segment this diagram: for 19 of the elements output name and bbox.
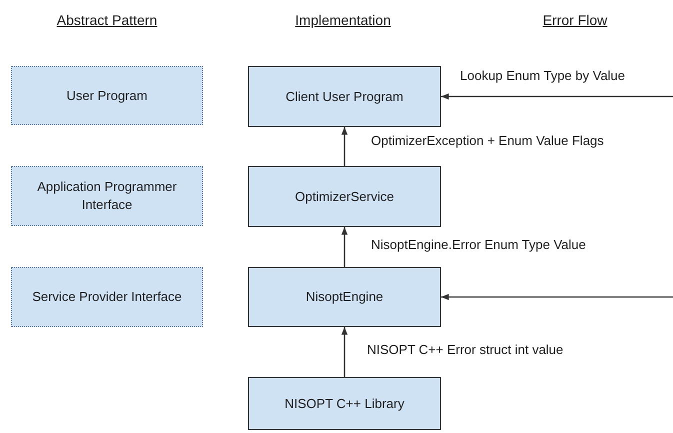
component-box: NISOPT C++ Library: [248, 377, 441, 430]
edge-label: NisoptEngine.Error Enum Type Value: [371, 237, 586, 252]
arrow: [341, 127, 348, 166]
component-box: OptimizerService: [248, 166, 441, 227]
edge-label: NISOPT C++ Error struct int value: [367, 342, 564, 357]
column-heading: Abstract Pattern: [56, 12, 158, 28]
arrow: [341, 327, 348, 377]
column-heading: Implementation: [295, 12, 391, 28]
layer-box: Application Programmer Interface: [11, 166, 203, 226]
layer-box: User Program: [11, 66, 203, 125]
edge-label: OptimizerException + Enum Value Flags: [371, 133, 604, 148]
edge-label: Lookup Enum Type by Value: [460, 68, 626, 83]
component-box: NisoptEngine: [248, 267, 441, 327]
component-box: Client User Program: [248, 66, 441, 127]
arrow: [341, 227, 348, 267]
arrow: [441, 93, 673, 100]
arrow: [441, 294, 673, 300]
layer-box: Service Provider Interface: [11, 267, 203, 327]
column-heading: Error Flow: [542, 12, 608, 28]
